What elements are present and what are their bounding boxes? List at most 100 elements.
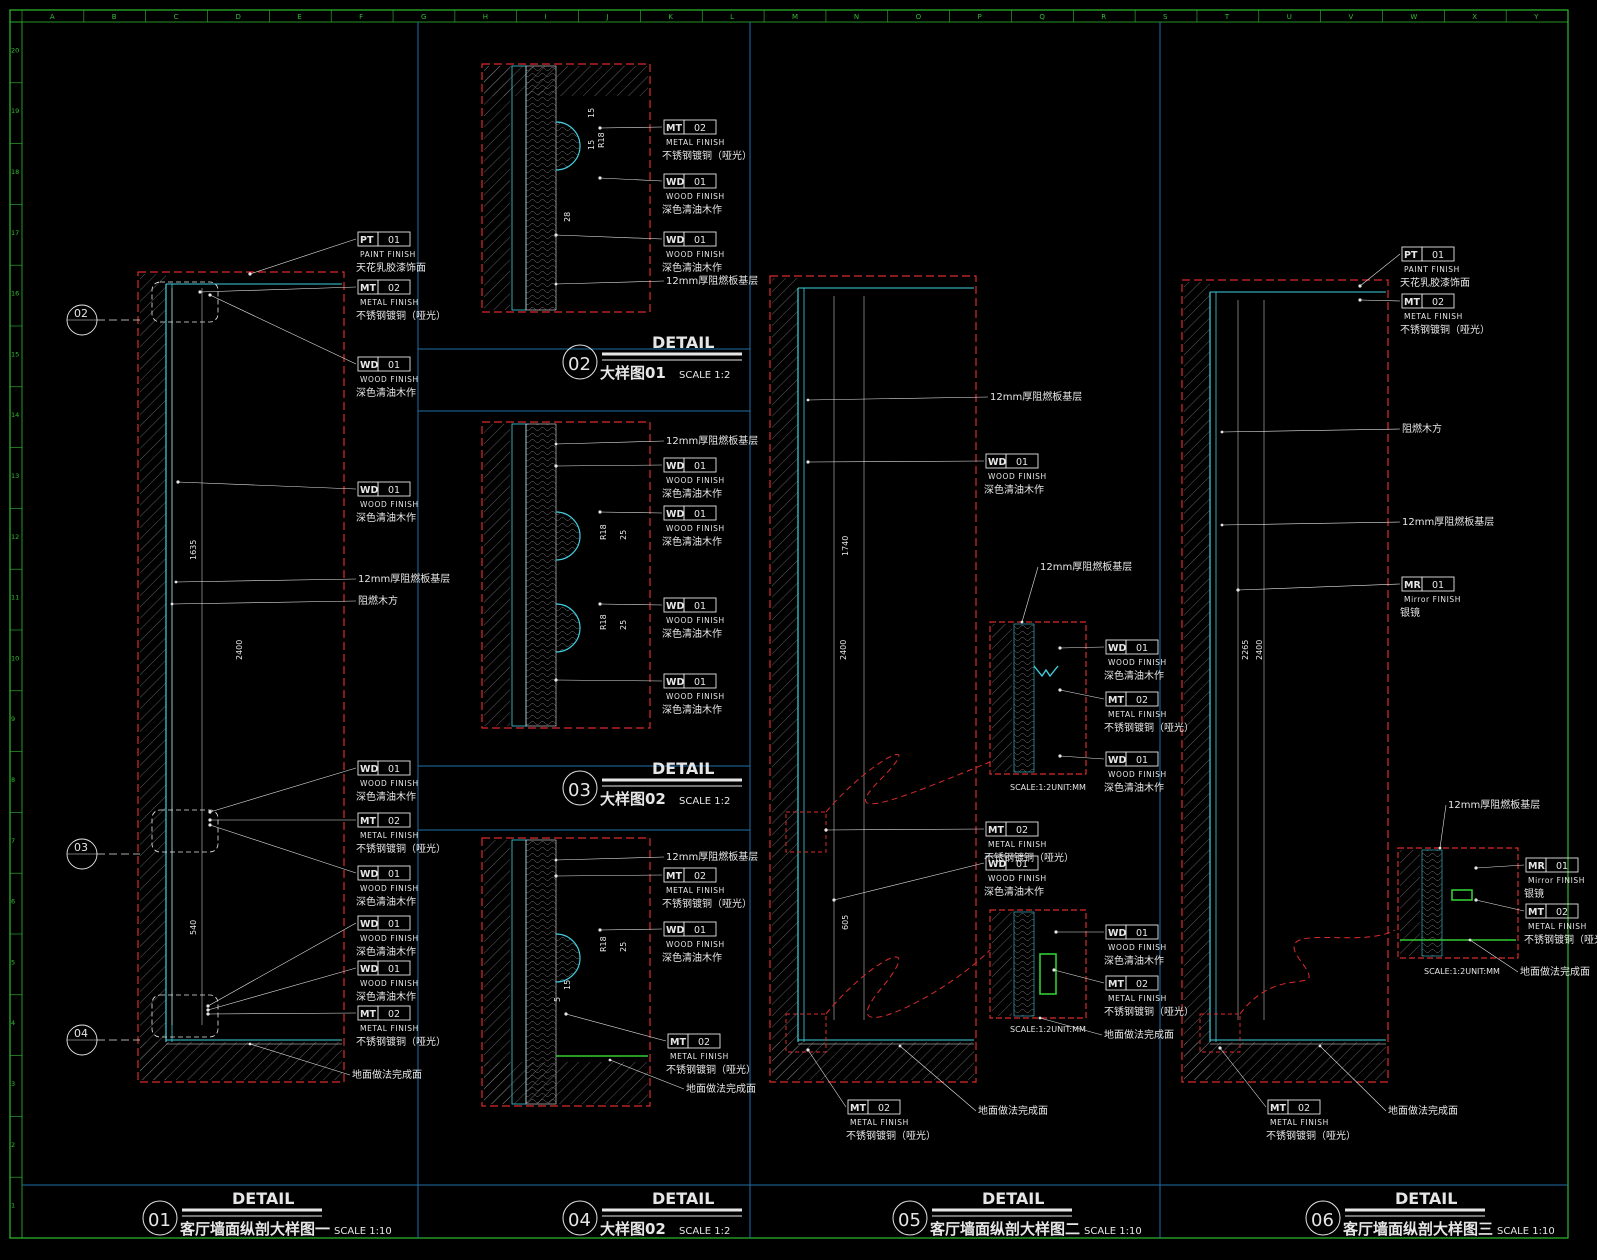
column-label: L bbox=[730, 13, 734, 21]
leader-dot bbox=[206, 1004, 210, 1008]
detail-bubble bbox=[1199, 1013, 1241, 1053]
floor-hatch bbox=[772, 1042, 974, 1080]
callout-cn-label: 不锈钢镀铜（哑光） bbox=[1104, 1005, 1194, 1018]
callout-en-label: PAINT FINISH bbox=[1404, 265, 1460, 274]
leader-line bbox=[1219, 1047, 1267, 1108]
detail-box-05b bbox=[989, 909, 1087, 1019]
callout-en-label: METAL FINISH bbox=[1108, 710, 1167, 719]
callout-cn-label: 不锈钢镀铜（哑光） bbox=[984, 851, 1074, 864]
leader-dot bbox=[1358, 284, 1362, 288]
callout-num-box bbox=[1125, 924, 1159, 940]
detail-bubble bbox=[151, 281, 219, 323]
callout-code: WD bbox=[360, 485, 378, 496]
note-label: 阻燃木方 bbox=[358, 594, 398, 607]
wood-layer bbox=[1013, 911, 1035, 1017]
leader-dot bbox=[170, 602, 174, 606]
detail-boxes bbox=[481, 63, 1519, 1107]
title-number-bubble bbox=[1305, 1200, 1341, 1236]
callout-cn-label: 银镜 bbox=[1400, 606, 1420, 619]
moulding-profile bbox=[555, 511, 581, 561]
row-label: 14 bbox=[11, 411, 19, 419]
scale-note: SCALE:1:2UNIT:MM bbox=[1010, 783, 1086, 792]
note-label: 阻燃木方 bbox=[1402, 422, 1442, 435]
leader-line bbox=[599, 603, 663, 606]
leader-line bbox=[555, 464, 663, 467]
leader-line bbox=[177, 481, 357, 490]
leader-line bbox=[1221, 521, 1401, 526]
leader-line bbox=[209, 294, 357, 365]
row-label: 12 bbox=[11, 533, 19, 541]
leader-line bbox=[807, 460, 985, 463]
callout-code: WD bbox=[666, 461, 684, 472]
column-label: J bbox=[605, 13, 608, 21]
column-label: E bbox=[297, 13, 301, 21]
leader-line bbox=[599, 511, 663, 514]
floor-hatch bbox=[484, 1062, 648, 1104]
dimension-label: 15 bbox=[587, 140, 596, 150]
leader-dot bbox=[208, 823, 212, 827]
groove-profile bbox=[1033, 665, 1059, 678]
column-label: X bbox=[1472, 13, 1477, 21]
leader-line bbox=[1439, 804, 1447, 849]
column-label: C bbox=[174, 13, 179, 21]
row-label: 7 bbox=[11, 837, 15, 845]
callout-cn-label: 深色清油木作 bbox=[662, 203, 722, 216]
title-name: 大样图02 bbox=[600, 1220, 666, 1238]
note-label: 12mm厚阻燃板基层 bbox=[666, 274, 758, 287]
leader-dot bbox=[598, 510, 602, 514]
leader-dot bbox=[206, 1008, 210, 1012]
wood-layer bbox=[1013, 623, 1035, 773]
wall-hatch bbox=[140, 274, 166, 1080]
leader-dot bbox=[1236, 588, 1240, 592]
leader-dot bbox=[806, 1048, 810, 1052]
leader-dot bbox=[554, 858, 558, 862]
leader-dot bbox=[564, 1012, 568, 1016]
detail-boundary bbox=[481, 421, 651, 729]
leader-line bbox=[1221, 428, 1401, 433]
callout-en-label: METAL FINISH bbox=[666, 886, 725, 895]
leader-line bbox=[1475, 899, 1525, 912]
callout-en-label: WOOD FINISH bbox=[360, 375, 419, 384]
callout-code: WD bbox=[360, 764, 378, 775]
leader-line bbox=[825, 828, 985, 831]
callout-en-label: WOOD FINISH bbox=[360, 779, 419, 788]
dimension-label: 1740 bbox=[841, 536, 850, 556]
callout-num-box bbox=[687, 1033, 721, 1049]
row-label: 5 bbox=[11, 958, 15, 966]
callout-en-label: METAL FINISH bbox=[1528, 922, 1587, 931]
callout-cn-label: 不锈钢镀铜（哑光） bbox=[662, 897, 752, 910]
callout-code: PT bbox=[360, 235, 374, 246]
leader-line bbox=[555, 440, 665, 445]
wall-hatch bbox=[1184, 282, 1210, 1080]
callout-num-box bbox=[1421, 576, 1455, 592]
row-label: 13 bbox=[11, 472, 19, 480]
leader-line bbox=[1053, 969, 1105, 984]
dimension-label: 605 bbox=[841, 915, 850, 930]
callout-num-box bbox=[1125, 975, 1159, 991]
callout-cn-label: 深色清油木作 bbox=[662, 261, 722, 274]
callout-code: WD bbox=[988, 457, 1006, 468]
row-label: 4 bbox=[11, 1019, 15, 1027]
title-number-bubble bbox=[142, 1200, 178, 1236]
callout-cn-label: 深色清油木作 bbox=[356, 945, 416, 958]
callout-code: MT bbox=[360, 816, 376, 827]
scale-note: SCALE:1:2UNIT:MM bbox=[1424, 967, 1500, 976]
leader-line bbox=[1237, 583, 1401, 591]
title-name: 大样图01 bbox=[600, 364, 666, 382]
callout-code: MT bbox=[670, 1037, 686, 1048]
detail-bubble bbox=[785, 1013, 827, 1053]
row-label: 8 bbox=[11, 776, 15, 784]
detail-bubble bbox=[151, 809, 219, 853]
leader-dot bbox=[608, 1058, 612, 1062]
column-label: V bbox=[1349, 13, 1354, 21]
